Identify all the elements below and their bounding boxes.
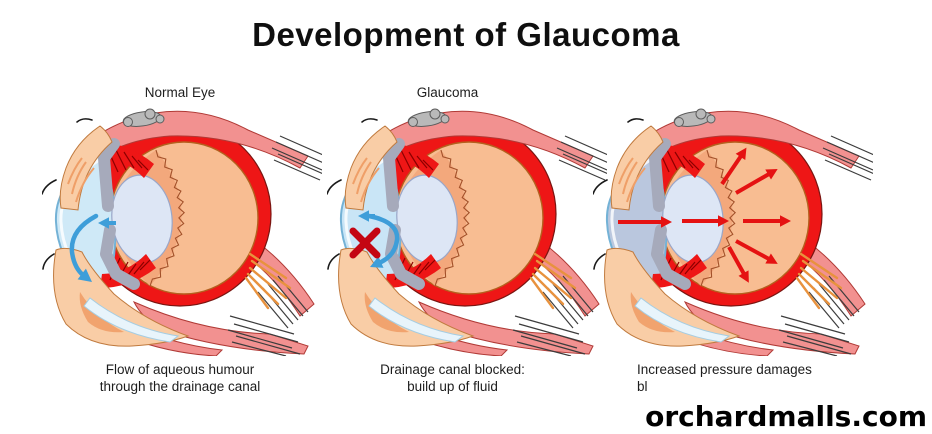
eye-illustration (593, 108, 873, 356)
caption-line: Drainage canal blocked: (380, 362, 525, 377)
aqueous-flow-arrow (69, 213, 116, 282)
eye-illustration (42, 108, 322, 356)
caption-pressure: Increased pressure damages bl (637, 361, 917, 395)
caption-line: Increased pressure damages (637, 362, 812, 377)
eyelash-strokes (593, 118, 644, 270)
lacrimal-gland (673, 108, 716, 127)
panel-label-normal-eye: Normal Eye (144, 85, 216, 100)
eyelash-strokes (42, 118, 93, 270)
conjunctiva (83, 297, 180, 343)
eye-diagram-increased-pressure (593, 108, 873, 356)
conjunctiva (634, 297, 731, 343)
blockage-x-icon (349, 227, 381, 259)
eyelash-strokes (327, 118, 378, 270)
eyelid-skin (604, 125, 741, 347)
iris (383, 138, 425, 290)
caption-line: through the drainage canal (99, 379, 261, 394)
caption-line: build up of fluid (407, 379, 498, 394)
retina-zigzag (434, 149, 471, 287)
muscle-attachment-strands (795, 252, 843, 310)
panel-label-glaucoma: Glaucoma (416, 85, 479, 100)
caption-line: Flow of aqueous humour (105, 362, 255, 377)
blocked-flow-arrow (358, 210, 400, 268)
caption-normal-eye: Flow of aqueous humour through the drain… (40, 361, 320, 395)
caption-glaucoma: Drainage canal blocked: build up of flui… (330, 361, 575, 395)
iris (649, 138, 691, 290)
pressure-arrows (618, 147, 791, 283)
retina-zigzag (149, 149, 186, 287)
eye-diagram-glaucoma-blocked (327, 108, 607, 356)
watermark-text: orchardmalls.com (637, 401, 929, 433)
lacrimal-gland (122, 108, 165, 127)
eyelid-skin (338, 125, 475, 347)
eye-diagram-normal (42, 108, 322, 356)
lacrimal-gland (407, 108, 450, 127)
retina-zigzag (700, 149, 737, 287)
page-title: Development of Glaucoma (252, 16, 680, 53)
conjunctiva (368, 297, 465, 343)
muscle-attachment-strands (529, 252, 577, 310)
caption-line: bl (637, 379, 648, 394)
muscle-attachment-strands (244, 252, 292, 310)
eye-illustration (327, 108, 607, 356)
iris (98, 138, 140, 290)
